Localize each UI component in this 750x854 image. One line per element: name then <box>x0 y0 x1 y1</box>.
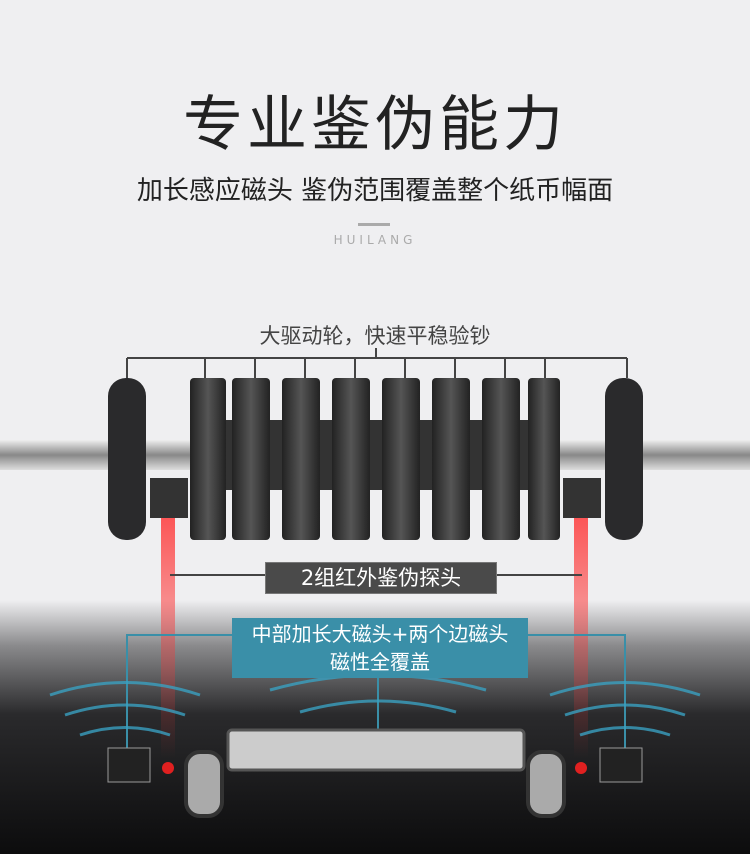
divider <box>358 223 390 226</box>
magnetic-callout-line2: 磁性全覆盖 <box>330 650 430 674</box>
magnetic-waves <box>49 673 701 737</box>
side-magnetic-heads <box>107 747 643 783</box>
bracket-lines <box>126 348 628 378</box>
side-wheels <box>108 378 643 540</box>
infrared-sensors <box>150 478 601 758</box>
drive-rollers <box>190 378 560 540</box>
magnetic-callout: 中部加长大磁头+两个边磁头 磁性全覆盖 <box>232 618 528 678</box>
brand-text: HUILANG <box>333 233 417 247</box>
page-title: 专业鉴伪能力 <box>183 90 567 160</box>
pressure-wheels <box>184 750 566 818</box>
magnetic-callout-line1: 中部加长大磁头+两个边磁头 <box>251 622 509 646</box>
page-subtitle: 加长感应磁头 鉴伪范围覆盖整个纸币幅面 <box>136 176 614 206</box>
infrared-callout: 2组红外鉴伪探头 <box>265 562 497 594</box>
magnetic-lines <box>126 634 626 760</box>
infrared-dots <box>162 762 587 774</box>
long-magnetic-head <box>226 728 526 772</box>
rollers-callout: 大驱动轮，快速平稳验钞 <box>259 324 491 348</box>
